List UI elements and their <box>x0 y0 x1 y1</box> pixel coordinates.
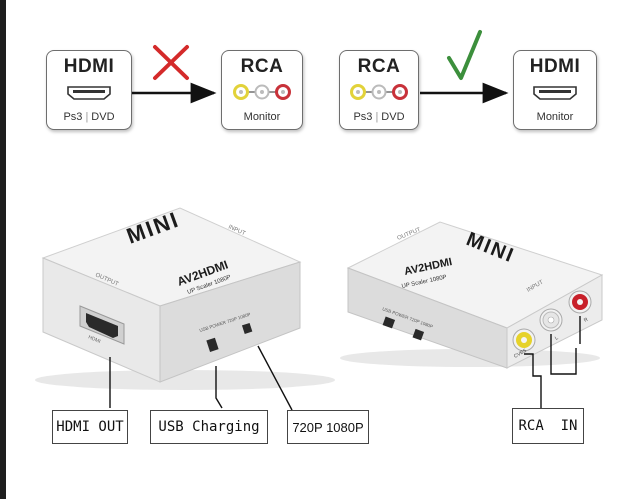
device-dvd: DVD <box>381 111 405 123</box>
resolution-switch-icon <box>412 328 425 341</box>
rca-source-title: RCA <box>357 56 401 77</box>
device-port-label: HDMI <box>87 334 101 345</box>
device-input-label: INPUT <box>227 224 246 237</box>
rca-video-label: CVBS <box>513 347 528 359</box>
usb-port-icon <box>206 337 219 352</box>
hdmi-port-icon <box>79 305 125 345</box>
rca-left-label: L <box>554 335 560 342</box>
hdmi-monitor-box: HDMI Monitor <box>513 50 597 130</box>
device-ps3: Ps3 <box>63 111 83 123</box>
rca-monitor-title: RCA <box>240 56 284 77</box>
hdmi-monitor-label: Monitor <box>536 111 574 123</box>
hdmi-port-icon <box>533 86 577 100</box>
device-logo-text: MINI <box>463 228 518 267</box>
hdmi-monitor-title: HDMI <box>529 56 581 77</box>
device-switch-label: USB POWER 720P 1080P <box>382 306 434 329</box>
rca-in-label: RCA IN <box>512 408 584 444</box>
rca-yellow-jack-icon <box>512 328 536 352</box>
rca-monitor-label: Monitor <box>243 111 281 123</box>
rca-source-devices: Ps3|DVD <box>353 111 405 123</box>
device-output-label: OUTPUT <box>94 272 119 288</box>
usb-port-icon <box>382 316 396 329</box>
rca-monitor-box: RCA Monitor <box>221 50 303 130</box>
hdmi-source-box: HDMI Ps3|DVD <box>46 50 132 130</box>
resolution-label: 720P 1080P <box>287 410 369 444</box>
hdmi-port-icon <box>67 86 111 100</box>
hdmi-source-devices: Ps3|DVD <box>63 111 115 123</box>
rca-right-label: R <box>583 317 589 324</box>
callout-lines <box>109 316 581 411</box>
left-edge-bar <box>0 0 6 499</box>
cross-mark-icon <box>153 45 189 80</box>
rca-source-box: RCA Ps3|DVD <box>339 50 419 130</box>
device-dvd: DVD <box>91 111 115 123</box>
rca-jacks-icon <box>233 84 291 100</box>
rca-jacks-icon <box>350 84 408 100</box>
resolution-switch-icon <box>241 322 253 334</box>
rca-white-jack-icon <box>539 308 563 332</box>
device-switch-label: USB POWER 720P 1080P <box>199 312 251 333</box>
device-model-text: AV2HDMI <box>403 256 453 278</box>
device-subtitle-text: UP Scaler 1080P <box>401 275 447 290</box>
device-ps3: Ps3 <box>353 111 373 123</box>
device-input-label: INPUT <box>526 279 545 293</box>
converter-device-left: MINI AV2HDMI UP Scaler 1080P INPUT OUTPU… <box>35 207 335 390</box>
device-logo-text: MINI <box>123 207 183 249</box>
hdmi-source-title: HDMI <box>63 56 115 77</box>
converter-device-right: MINI AV2HDMI UP Scaler 1080P OUTPUT INPU… <box>340 221 604 369</box>
usb-charging-label: USB Charging <box>150 410 268 444</box>
device-output-label: OUTPUT <box>397 227 422 242</box>
device-model-text: AV2HDMI <box>175 257 230 288</box>
rca-red-jack-icon <box>568 290 592 314</box>
hdmi-out-label: HDMI OUT <box>52 410 128 444</box>
check-mark-icon <box>447 30 482 80</box>
device-subtitle-text: UP Scaler 1080P <box>187 275 232 296</box>
